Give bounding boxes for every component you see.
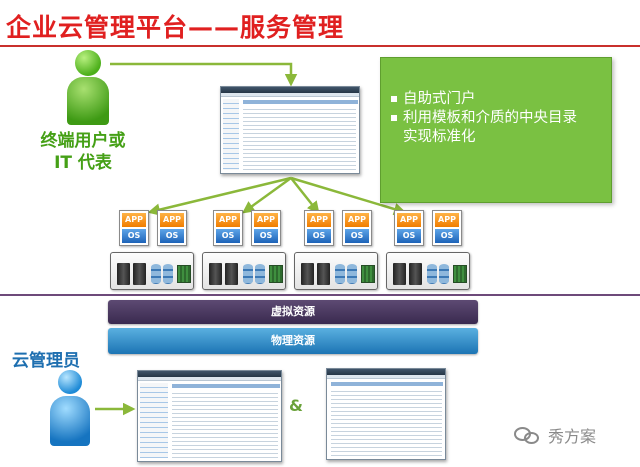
os-badge: OS — [435, 229, 459, 243]
and-symbol: & — [289, 396, 303, 415]
portal-to-vm1-arrow — [147, 176, 292, 216]
vm-group-1: APP OS APP OS — [119, 210, 197, 252]
virtual-datacenter-1 — [110, 252, 194, 290]
title-divider — [0, 45, 640, 47]
app-badge: APP — [160, 213, 184, 227]
user-to-portal-arrow — [110, 62, 298, 87]
feature-line: 利用模板和介质的中央目录 — [403, 110, 577, 126]
end-user-label-line1: 终端用户或 — [40, 131, 126, 151]
end-user-label: 终端用户或 IT 代表 — [28, 130, 138, 174]
feature-item-central-catalog: 利用模板和介质的中央目录 实现标准化 — [391, 109, 603, 147]
watermark: 秀方案 — [514, 424, 596, 446]
os-badge: OS — [397, 229, 421, 243]
app-badge: APP — [122, 213, 146, 227]
app-badge: APP — [307, 213, 331, 227]
feature-line: 实现标准化 — [403, 129, 476, 145]
physical-resources-layer: 物理资源 — [108, 328, 478, 354]
vm-card: APP OS — [157, 210, 187, 246]
vm-card: APP OS — [432, 210, 462, 246]
app-badge: APP — [397, 213, 421, 227]
portal-to-vm2-arrow — [241, 176, 292, 214]
vm-card: APP OS — [251, 210, 281, 246]
virtual-resources-layer: 虚拟资源 — [108, 300, 478, 324]
vm-card: APP OS — [119, 210, 149, 246]
end-user-label-line2: IT 代表 — [54, 153, 112, 173]
virtual-datacenter-2 — [202, 252, 286, 290]
watermark-text: 秀方案 — [548, 427, 597, 446]
os-badge: OS — [254, 229, 278, 243]
section-divider — [0, 294, 640, 296]
page-title: 企业云管理平台——服务管理 — [6, 13, 345, 42]
portal-to-vm3-arrow — [290, 177, 320, 214]
vm-group-3: APP OS APP OS — [304, 210, 382, 252]
vm-group-4: APP OS APP OS — [394, 210, 472, 252]
os-badge: OS — [160, 229, 184, 243]
cloud-admin-label: 云管理员 — [12, 351, 80, 371]
app-badge: APP — [345, 213, 369, 227]
os-badge: OS — [216, 229, 240, 243]
vm-card: APP OS — [213, 210, 243, 246]
app-badge: APP — [435, 213, 459, 227]
os-badge: OS — [122, 229, 146, 243]
admin-console-screenshot — [137, 370, 282, 462]
os-badge: OS — [307, 229, 331, 243]
virtual-datacenter-4 — [386, 252, 470, 290]
vm-card: APP OS — [394, 210, 424, 246]
vm-card: APP OS — [342, 210, 372, 246]
vm-card: APP OS — [304, 210, 334, 246]
portal-to-vm4-arrow — [290, 176, 407, 216]
admin-person-icon — [50, 370, 90, 448]
virtual-datacenter-3 — [294, 252, 378, 290]
portal-features-box: 自助式门户 利用模板和介质的中央目录 实现标准化 — [380, 57, 612, 203]
os-badge: OS — [345, 229, 369, 243]
wechat-icon — [514, 425, 542, 445]
feature-line: 自助式门户 — [403, 91, 476, 107]
vm-group-2: APP OS APP OS — [213, 210, 291, 252]
end-user-person-icon — [66, 50, 110, 126]
app-badge: APP — [216, 213, 240, 227]
self-service-portal-screenshot — [220, 86, 360, 174]
app-badge: APP — [254, 213, 278, 227]
feature-item-self-service: 自助式门户 — [391, 90, 603, 109]
catalog-console-screenshot — [326, 368, 446, 460]
